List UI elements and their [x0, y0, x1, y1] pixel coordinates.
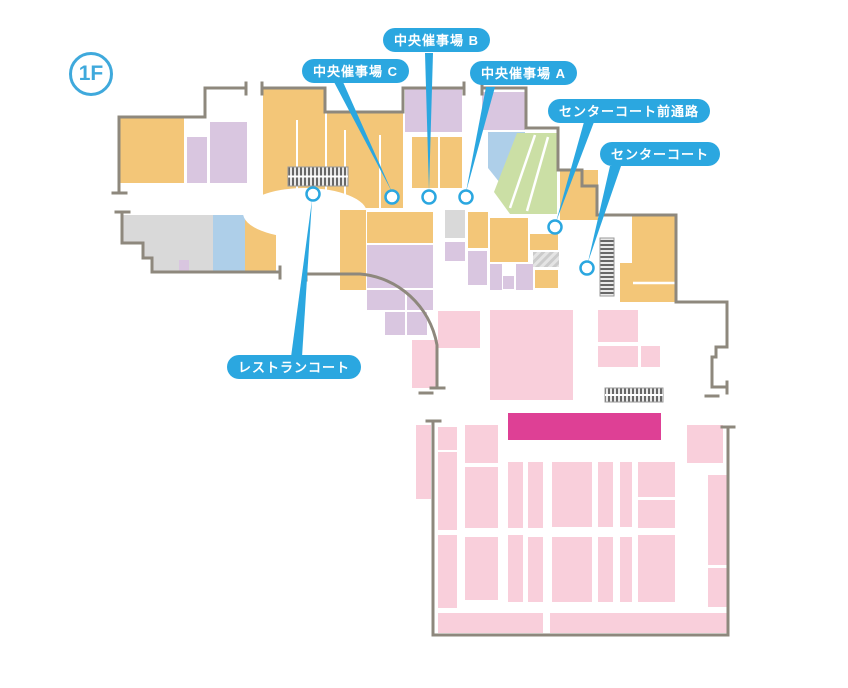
marker-event-b[interactable]: [421, 189, 437, 205]
shops-top-right: [482, 92, 676, 302]
shops-department-store: [416, 425, 728, 633]
marker-center-court[interactable]: [579, 260, 595, 276]
label-center-court[interactable]: センターコート: [600, 142, 721, 166]
wall-outlines: [111, 81, 736, 637]
label-event-a[interactable]: 中央催事場 A: [470, 61, 578, 85]
pointer-center-court: [588, 166, 621, 262]
pointer-event-c: [334, 82, 392, 192]
pointer-event-b: [425, 53, 433, 191]
marker-restaurant-court[interactable]: [305, 186, 321, 202]
marker-center-court-passage[interactable]: [547, 219, 563, 235]
location-markers: [305, 186, 595, 276]
escalator-west: [287, 166, 349, 187]
shops-mid-pink: [438, 310, 660, 400]
escalator-south: [604, 387, 664, 403]
label-event-c[interactable]: 中央催事場 C: [302, 59, 410, 83]
label-center-court-passage[interactable]: センターコート前通路: [548, 99, 711, 123]
event-space-highlight: [508, 413, 661, 440]
label-restaurant-court[interactable]: レストランコート: [227, 355, 362, 379]
pointer-restaurant-court: [291, 200, 312, 357]
label-pointers: [291, 53, 621, 357]
marker-event-a[interactable]: [458, 189, 474, 205]
pointer-center-court-passage: [556, 122, 594, 222]
shops-top-left: [120, 117, 247, 183]
marker-event-c[interactable]: [384, 189, 400, 205]
label-event-b[interactable]: 中央催事場 B: [383, 28, 491, 52]
pointer-event-a: [466, 87, 495, 192]
escalator-center-court: [599, 237, 615, 297]
shops-central-cluster: [445, 210, 559, 290]
floor-badge: 1F: [69, 52, 113, 96]
